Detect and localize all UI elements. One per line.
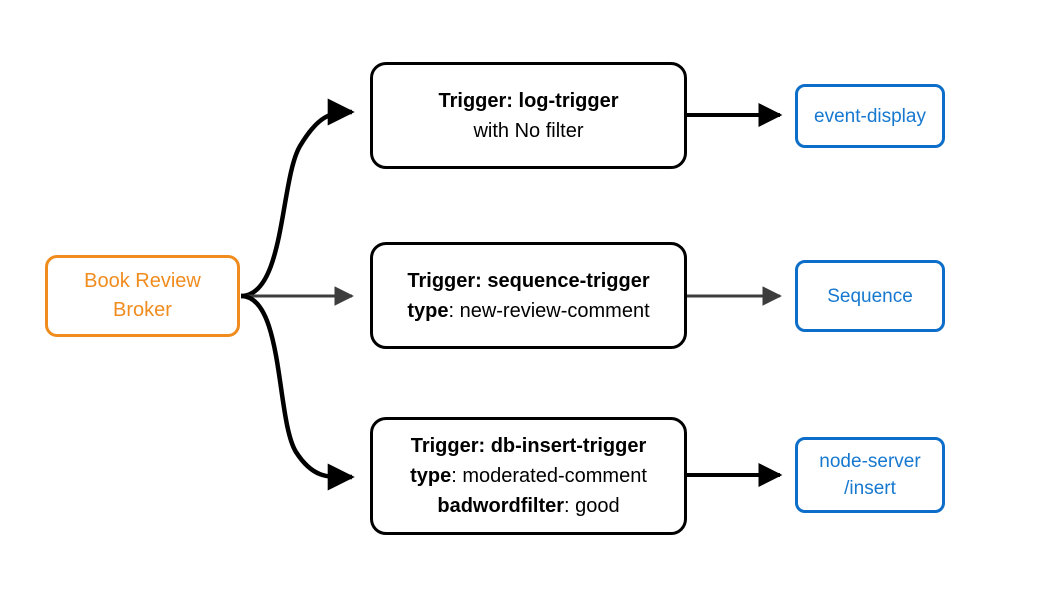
trigger-db-badwordfilter-value: : good (564, 495, 620, 517)
trigger-db-badwordfilter: badwordfilter: good (437, 491, 619, 521)
node-trigger-db-insert-trigger[interactable]: Trigger: db-insert-trigger type: moderat… (370, 417, 687, 535)
node-endpoint-event-display[interactable]: event-display (795, 84, 945, 148)
endpoint-node-server-label-line-2: /insert (844, 478, 896, 499)
trigger-db-type-value: : moderated-comment (451, 465, 647, 487)
trigger-sequence-type-key: type (407, 299, 449, 322)
node-endpoint-sequence[interactable]: Sequence (795, 260, 945, 332)
trigger-sequence-title: Trigger: sequence-trigger (407, 269, 650, 292)
edge-broker-to-log-trigger (240, 98, 355, 299)
trigger-sequence-type-value: : new-review-comment (448, 299, 650, 322)
node-trigger-log-trigger[interactable]: Trigger: log-trigger with No filter (370, 62, 687, 169)
trigger-log-filter: with No filter (473, 119, 584, 142)
endpoint-sequence-label: Sequence (827, 285, 913, 307)
trigger-db-badwordfilter-key: badwordfilter (437, 495, 565, 517)
broker-label-line-2: Broker (113, 299, 172, 321)
endpoint-event-display-label: event-display (814, 105, 926, 127)
edge-broker-to-db-insert-trigger (240, 293, 355, 491)
node-endpoint-node-server-insert[interactable]: node-server /insert (795, 437, 945, 513)
trigger-db-title: Trigger: db-insert-trigger (410, 435, 647, 457)
endpoint-node-server-label-line-1: node-server (819, 451, 921, 472)
node-trigger-sequence-trigger[interactable]: Trigger: sequence-trigger type: new-revi… (370, 242, 687, 349)
node-book-review-broker[interactable]: Book Review Broker (45, 255, 240, 337)
trigger-db-type-key: type (410, 465, 452, 487)
broker-label-line-1: Book Review (84, 270, 201, 292)
trigger-sequence-type: type: new-review-comment (407, 296, 649, 326)
trigger-log-title: Trigger: log-trigger (438, 89, 619, 112)
trigger-db-type: type: moderated-comment (410, 461, 647, 491)
